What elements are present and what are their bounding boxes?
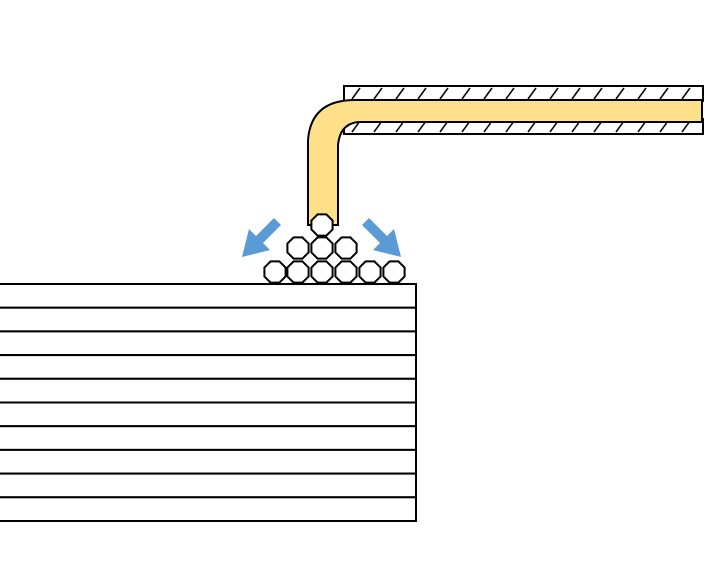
particle [286,260,310,284]
stack-layer [0,377,417,404]
stack-layer [0,472,417,499]
hatch-line [483,87,493,100]
hatch-line [549,87,559,100]
hatch-line [351,87,361,100]
hatch-line [571,87,581,100]
particle [310,213,334,237]
particle [310,236,334,260]
feed-tube [307,99,703,226]
stack-layer [0,401,417,428]
particle [334,260,358,284]
hatch-line [593,87,603,100]
hatch-line [637,87,647,100]
particle [382,260,406,284]
arrow-down-right [362,218,401,257]
hatch-line [615,87,625,100]
stack-layer [0,448,417,475]
layer-stack [0,283,417,522]
stack-layer [0,283,417,309]
hatch-line [659,87,669,100]
hatch-line [505,87,515,100]
hatch-line [395,87,405,100]
particle [286,236,310,260]
arrow-down-left [242,218,281,257]
hatch-line [373,87,383,100]
hatch-line [439,87,449,100]
hatch-line [417,87,427,100]
particle [310,260,334,284]
stack-layer [0,354,417,380]
stack-layer [0,330,417,357]
sheath-top-hatching [351,87,691,100]
sheath-top-wall [343,85,704,102]
particle [263,260,287,284]
hatch-line [461,87,471,100]
hatch-line [681,87,691,100]
particle-pile [263,213,406,284]
particle [358,260,382,284]
flow-arrows [242,218,401,257]
stack-layer [0,496,417,522]
stack-layer [0,425,417,451]
stack-layer [0,306,417,333]
hatch-line [527,87,537,100]
particle [334,236,358,260]
